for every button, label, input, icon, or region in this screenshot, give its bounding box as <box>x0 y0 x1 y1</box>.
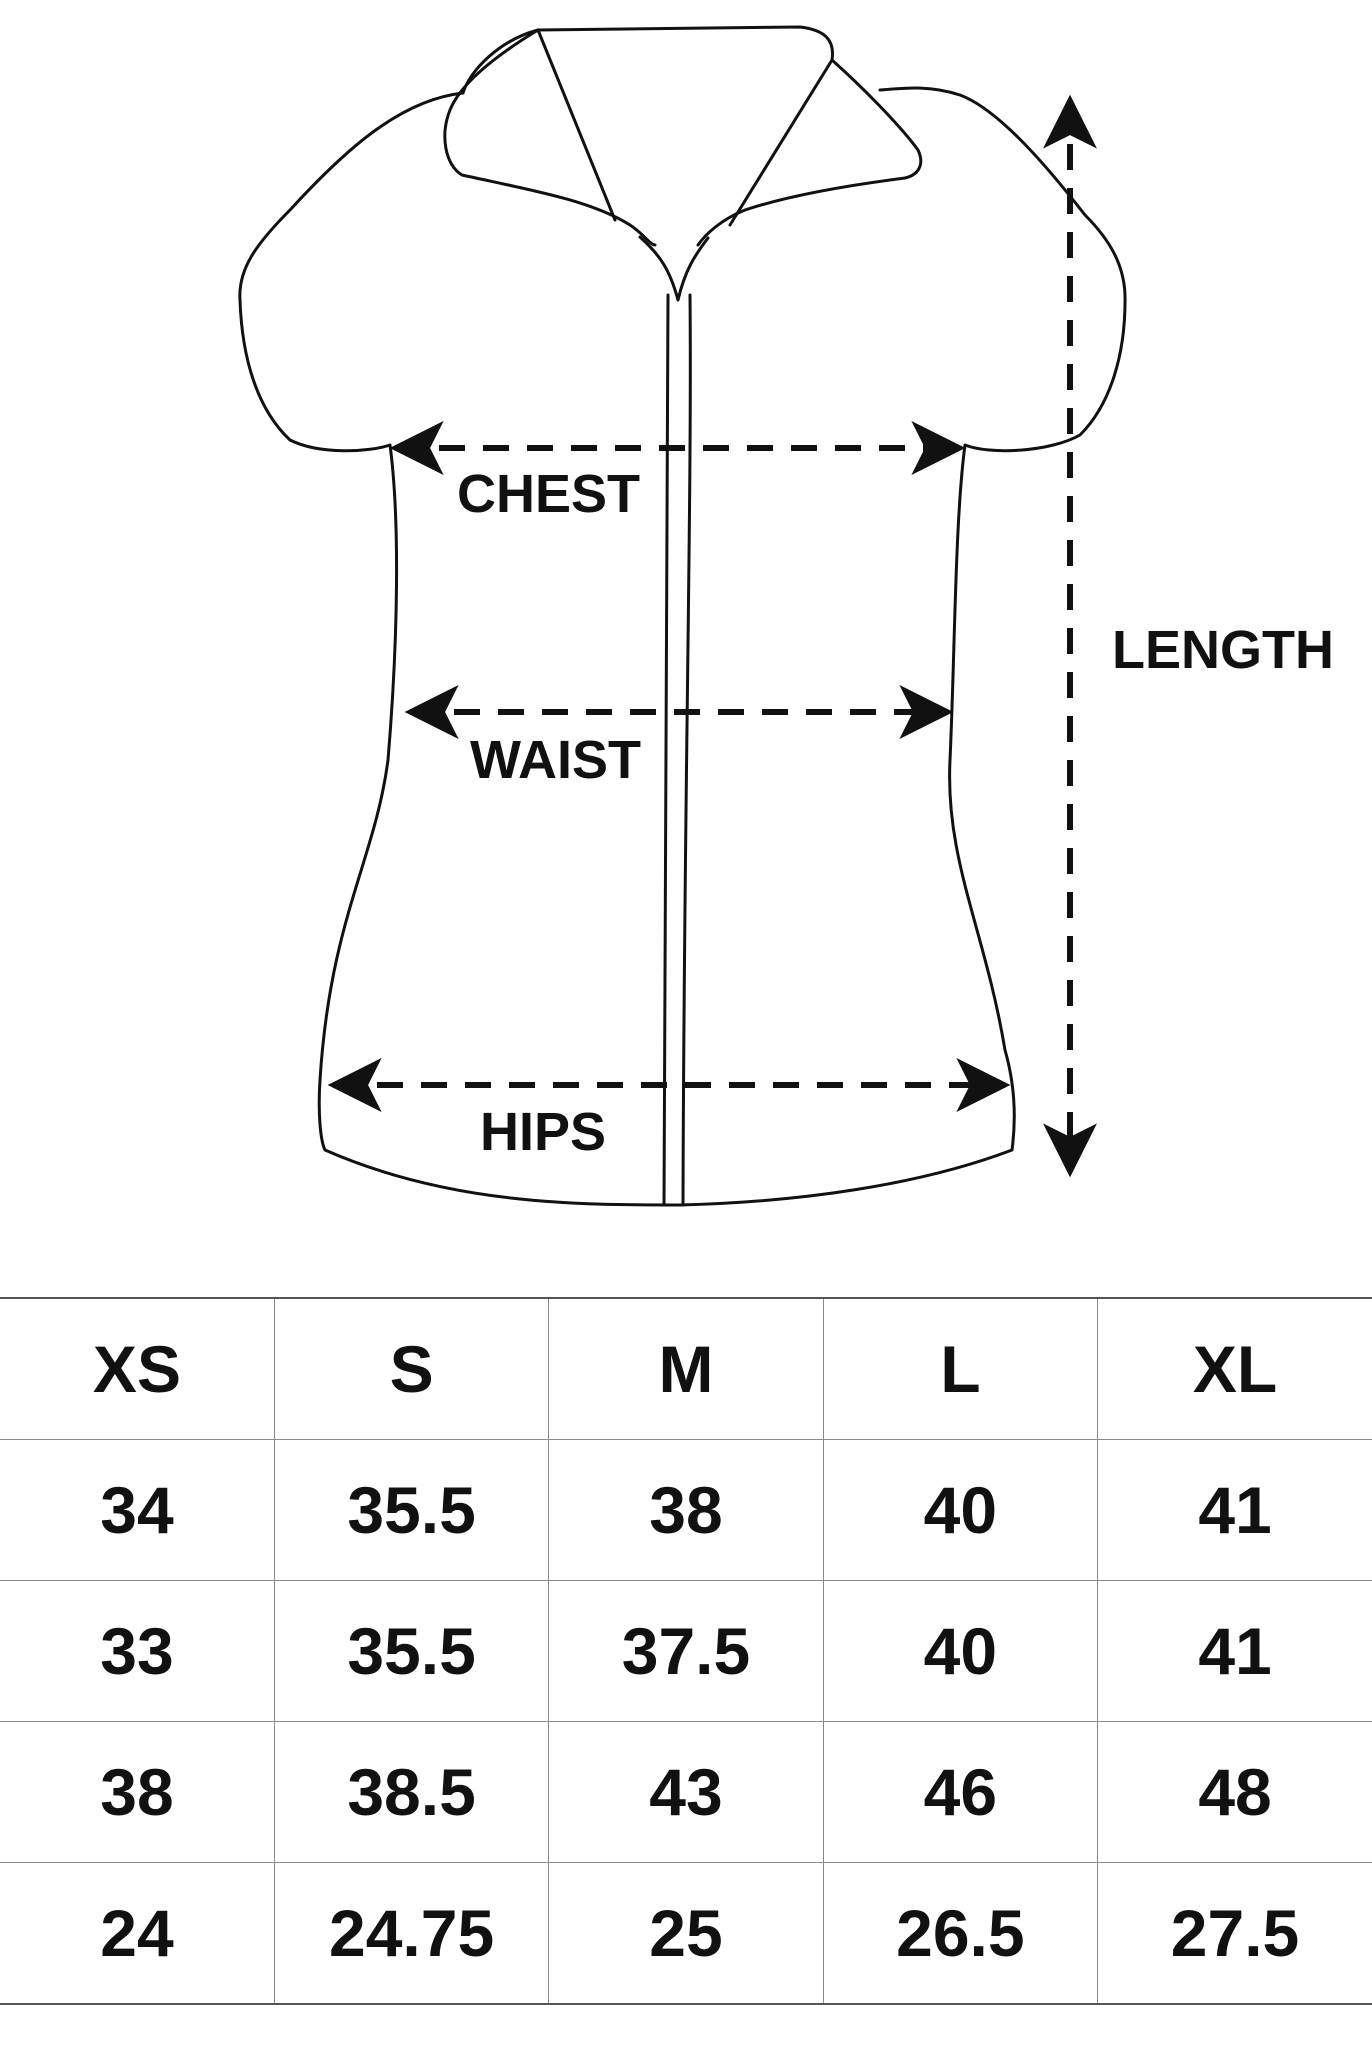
collar-left-lapel <box>443 28 657 247</box>
size-header-cell: XS <box>0 1296 275 1440</box>
length-label: LENGTH <box>1112 620 1334 680</box>
table-cell: 37.5 <box>548 1579 824 1723</box>
collar-right-fold <box>728 58 834 227</box>
table-cell: 40 <box>822 1438 1099 1581</box>
table-cell: 24 <box>0 1862 275 2006</box>
table-cell: 35.5 <box>273 1579 550 1723</box>
table-row: 34 35.5 38 40 41 <box>0 1438 1372 1581</box>
collar-back <box>461 25 835 95</box>
table-cell: 35.5 <box>273 1438 550 1581</box>
table-cell: 43 <box>548 1721 824 1864</box>
front-placket-right <box>681 293 692 1207</box>
table-cell: 40 <box>822 1579 1099 1723</box>
table-cell: 38.5 <box>273 1721 550 1864</box>
hips-label: HIPS <box>480 1102 606 1162</box>
size-chart-table: XS S M L XL 34 35.5 38 40 41 33 35.5 37.… <box>0 1296 1372 2006</box>
shirt-outline <box>238 25 1127 1207</box>
chest-label: CHEST <box>457 464 640 524</box>
shirt-body-outline <box>238 86 1127 1207</box>
table-cell: 38 <box>0 1721 275 1864</box>
table-row: 24 24.75 25 26.5 27.5 <box>0 1862 1372 2006</box>
table-cell: 25 <box>548 1862 824 2006</box>
table-cell: 27.5 <box>1097 1862 1372 2006</box>
table-header-row: XS S M L XL <box>0 1296 1372 1440</box>
table-cell: 41 <box>1097 1579 1372 1723</box>
front-placket-left <box>662 293 670 1207</box>
collar-right-lapel <box>696 58 923 247</box>
size-header-cell: XL <box>1097 1296 1372 1440</box>
table-cell: 48 <box>1097 1721 1372 1864</box>
table-cell: 38 <box>548 1438 824 1581</box>
table-cell: 33 <box>0 1579 275 1723</box>
collar-left-fold <box>536 28 617 222</box>
size-header-cell: M <box>548 1296 824 1440</box>
table-cell: 46 <box>822 1721 1099 1864</box>
size-header-cell: L <box>822 1296 1099 1440</box>
neckline-v <box>638 235 710 302</box>
table-row: 33 35.5 37.5 40 41 <box>0 1579 1372 1723</box>
garment-measurement-diagram: CHEST WAIST HIPS LENGTH <box>238 25 1334 1207</box>
table-cell: 26.5 <box>822 1862 1099 2006</box>
table-cell: 34 <box>0 1438 275 1581</box>
table-cell: 41 <box>1097 1438 1372 1581</box>
size-header-cell: S <box>273 1296 550 1440</box>
table-row: 38 38.5 43 46 48 <box>0 1721 1372 1864</box>
table-cell: 24.75 <box>273 1862 550 2006</box>
waist-label: WAIST <box>470 730 641 790</box>
